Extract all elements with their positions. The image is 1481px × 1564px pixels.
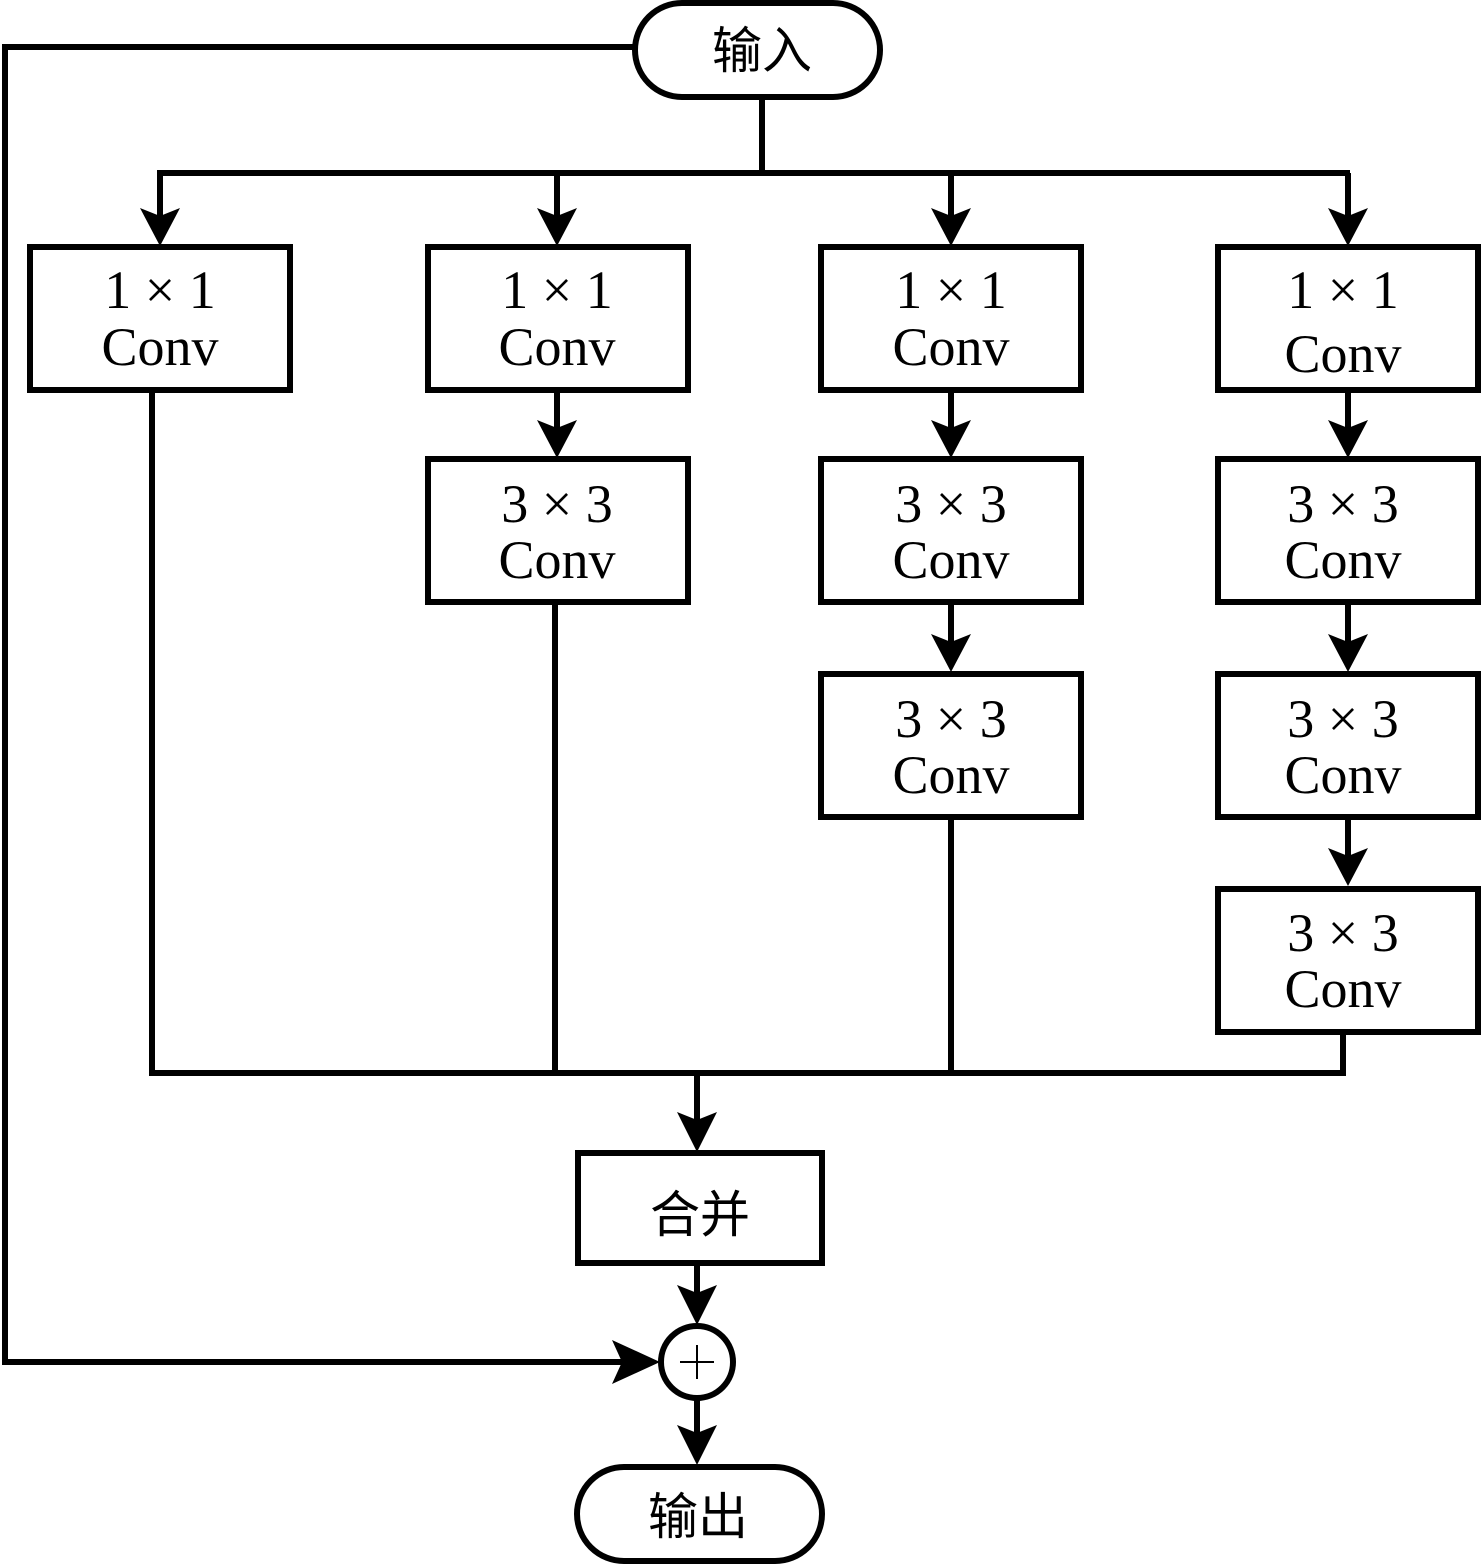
arrow-head — [537, 420, 577, 458]
arrow-head — [677, 1112, 717, 1152]
conv-type-label: Conv — [498, 530, 615, 590]
output-node: 输出 — [574, 1464, 825, 1564]
conv-block: 3 × 3 Conv — [1215, 456, 1481, 605]
conv-type-label: Conv — [892, 317, 1009, 377]
conv-type-label: Conv — [1284, 530, 1401, 590]
output-label: 输出 — [648, 1488, 748, 1546]
residual-skip-line — [2, 44, 640, 1365]
conv-kernel-label: 3 × 3 — [895, 689, 1006, 749]
arrow-head — [140, 208, 180, 246]
conv-block: 1 × 1 Conv — [27, 244, 293, 393]
arrow-head — [1328, 208, 1368, 246]
arrow-head — [537, 208, 577, 246]
conv-type-label: Conv — [101, 317, 218, 377]
conv-kernel-label: 1 × 1 — [501, 260, 612, 320]
input-label: 输入 — [712, 22, 812, 80]
conv-kernel-label: 3 × 3 — [1287, 474, 1398, 534]
arrow-head — [1328, 420, 1368, 458]
arrow-head — [677, 1425, 717, 1465]
branch-2: 1 × 1 Conv 3 × 3 Conv — [425, 173, 691, 1073]
conv-block: 3 × 3 Conv — [818, 456, 1084, 605]
conv-kernel-label: 3 × 3 — [1287, 903, 1398, 963]
conv-block: 3 × 3 Conv — [1215, 671, 1481, 820]
conv-type-label: Conv — [892, 745, 1009, 805]
arrow-head — [931, 634, 971, 672]
conv-kernel-label: 1 × 1 — [1287, 260, 1398, 320]
arrow-head — [677, 1285, 717, 1325]
branch-1: 1 × 1 Conv — [27, 173, 293, 1073]
conv-kernel-label: 3 × 3 — [895, 474, 1006, 534]
conv-block: 1 × 1 Conv — [818, 244, 1084, 393]
arrow-head — [931, 208, 971, 246]
branch-4: 1 × 1 Conv 3 × 3 Conv 3 × 3 Conv 3 × 3 C… — [1215, 173, 1481, 1073]
conv-type-label: Conv — [892, 530, 1009, 590]
concat-node: 合并 — [575, 1150, 825, 1266]
conv-block: 3 × 3 Conv — [1215, 886, 1481, 1035]
input-node: 输入 — [632, 0, 883, 100]
merge-label: 合并 — [650, 1186, 750, 1244]
arrow-head — [1328, 634, 1368, 672]
conv-block: 3 × 3 Conv — [425, 456, 691, 605]
conv-type-label: Conv — [1284, 745, 1401, 805]
conv-kernel-label: 3 × 3 — [1287, 689, 1398, 749]
conv-kernel-label: 1 × 1 — [104, 260, 215, 320]
conv-block: 1 × 1 Conv — [1215, 244, 1481, 393]
branch-3: 1 × 1 Conv 3 × 3 Conv 3 × 3 Conv — [818, 173, 1084, 1073]
arrow-head — [931, 420, 971, 458]
conv-type-label: Conv — [1284, 324, 1401, 384]
add-node — [658, 1323, 736, 1401]
conv-type-label: Conv — [498, 317, 615, 377]
conv-type-label: Conv — [1284, 959, 1401, 1019]
conv-kernel-label: 1 × 1 — [895, 260, 1006, 320]
conv-block: 3 × 3 Conv — [818, 671, 1084, 820]
conv-block: 1 × 1 Conv — [425, 244, 691, 393]
conv-kernel-label: 3 × 3 — [501, 474, 612, 534]
residual-arrow-head — [612, 1340, 660, 1384]
arrow-head — [1328, 848, 1368, 886]
